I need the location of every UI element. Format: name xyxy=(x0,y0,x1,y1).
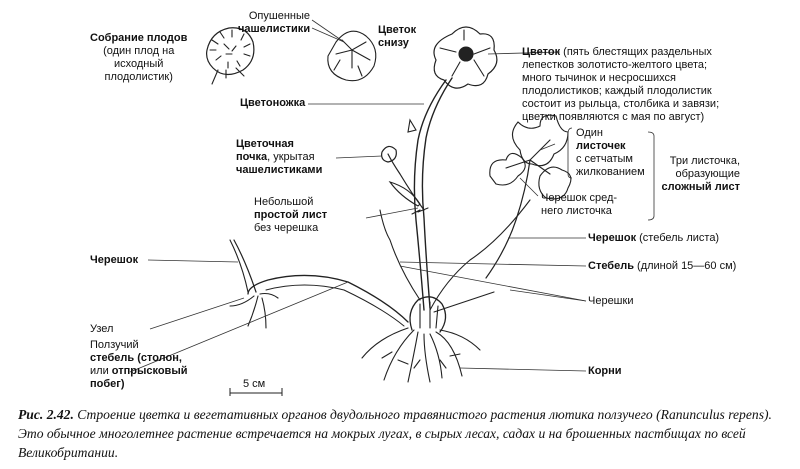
flower-drawing xyxy=(433,26,498,89)
runner-line xyxy=(247,274,409,323)
plant-illustration xyxy=(129,19,655,396)
pedicel-line xyxy=(421,77,453,309)
label-stem: Стебель (длиной 15—60 см) xyxy=(588,260,737,272)
label-petiole-right: Черешок (стебель листа) xyxy=(588,232,720,244)
fruit-cluster-drawing xyxy=(206,27,255,85)
label-three-leaflets: Три листочка, образующие сложный лист xyxy=(661,155,740,193)
roots-drawing xyxy=(361,327,481,383)
leader-lines xyxy=(129,19,655,373)
label-flower: Цветок (пять блестящих раздельных лепест… xyxy=(522,46,720,123)
label-flower-below: Цветок снизу xyxy=(378,24,417,49)
label-runner: Ползучий стебель (столон, или отпрысковы… xyxy=(90,339,188,390)
label-bud: Цветочная почка, укрытая чашелистиками xyxy=(236,138,323,176)
label-mid-petiole: Черешок сред- него листочка xyxy=(541,192,618,217)
label-sepals: Опушенные чашелистики xyxy=(238,10,311,35)
scale-bar xyxy=(229,388,283,396)
label-petioles: Черешки xyxy=(588,295,634,307)
label-pedicel: Цветоножка xyxy=(240,97,306,109)
label-small-leaf: Небольшой простой лист без черешка xyxy=(254,196,328,234)
caption-number: Рис. 2.42. xyxy=(18,407,74,422)
caption-text: Строение цветка и вегетативных органов д… xyxy=(18,407,772,460)
label-node: Узел xyxy=(90,323,114,335)
figure-caption: Рис. 2.42. Строение цветка и вегетативны… xyxy=(18,405,788,462)
label-roots: Корни xyxy=(588,365,622,377)
label-scale: 5 см xyxy=(243,378,266,390)
flower-below-drawing xyxy=(327,30,377,82)
label-fruit-cluster: Собрание плодов (один плод на исходный п… xyxy=(90,32,188,83)
label-petiole-left: Черешок xyxy=(90,254,139,266)
label-one-leaflet: Один листочек с сетчатым жилкованием xyxy=(576,127,645,178)
compound-leaf-drawing xyxy=(485,114,572,279)
